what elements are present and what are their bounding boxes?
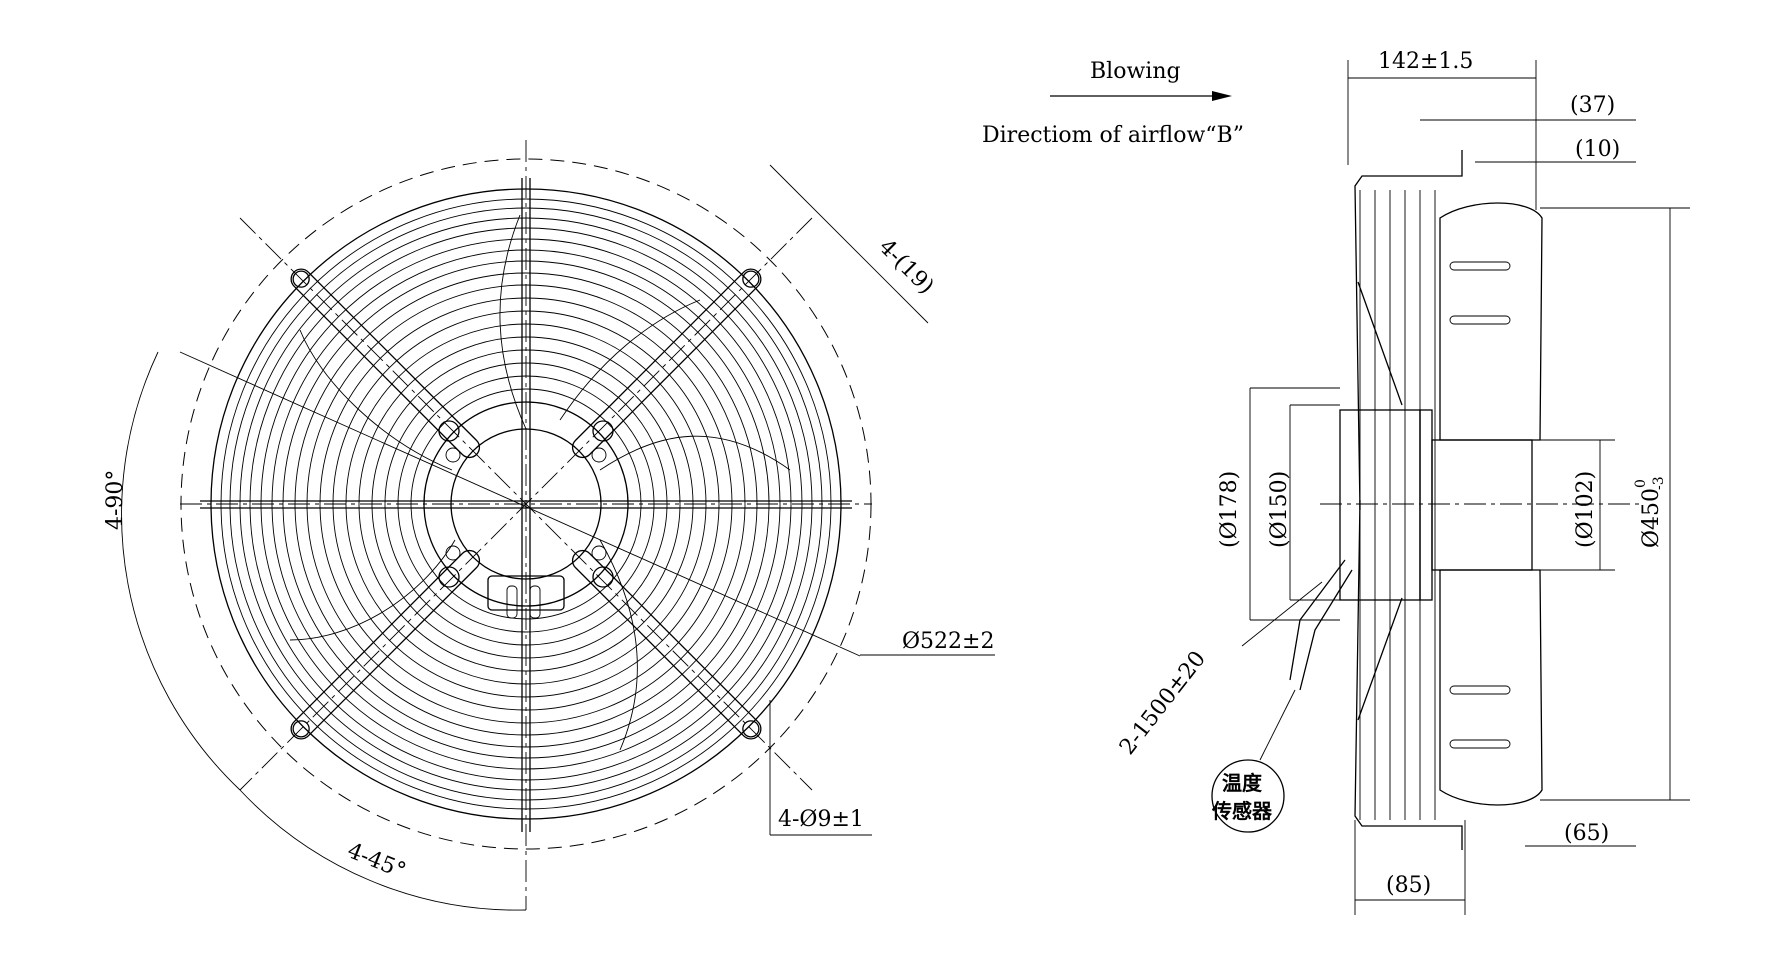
angle-4-90-label: 4-90° (103, 470, 128, 530)
dim-10-label: (10) (1575, 137, 1620, 162)
holes-label: 4-Ø9±1 (778, 807, 864, 832)
sensor-label-line1: 温度 (1222, 771, 1263, 795)
dim-37-label: (37) (1570, 93, 1615, 118)
sensor-circle (1211, 759, 1285, 833)
fan-blades (289, 214, 791, 751)
centerlines (179, 140, 872, 910)
dim-65-label: (65) (1564, 821, 1609, 846)
airflow-annotation: Blowing Directiom of airflow“B” (982, 59, 1244, 148)
airflow-direction-label: Directiom of airflow“B” (982, 123, 1244, 148)
dia-450-lower: -3 (1651, 476, 1667, 490)
blade-profile (1439, 202, 1543, 806)
bolt-heads (438, 420, 614, 588)
front-dimensions (121, 164, 995, 911)
blowing-label: Blowing (1090, 59, 1181, 84)
dia-450-label: Ø450 0 -3 (1633, 476, 1667, 548)
cable-label: 2-1500±20 (1115, 647, 1211, 760)
dia-102-label: (Ø102) (1573, 471, 1598, 548)
side-dimensions (1241, 60, 1690, 915)
dia-150-label: (Ø150) (1267, 471, 1292, 548)
front-view: 4-90° 4-45° 4-(19) Ø522±2 4-Ø9±1 (103, 140, 995, 911)
overall-depth-label: 142±1.5 (1378, 49, 1473, 74)
arrow-icon (1212, 91, 1232, 101)
dia-178-label: (Ø178) (1217, 471, 1242, 548)
dia-450-base: Ø450 (1639, 488, 1664, 548)
outer-diameter-label: Ø522±2 (902, 629, 994, 654)
side-view: 142±1.5 (37) (10) (Ø178) (Ø150) (Ø102) Ø… (1115, 49, 1690, 915)
dia-450-upper: 0 (1633, 479, 1649, 488)
guard-profile (1354, 150, 1463, 850)
sensor-label-line2: 传感器 (1211, 799, 1273, 823)
motor-body (1339, 409, 1533, 601)
dim-85-label: (85) (1386, 873, 1431, 898)
angle-4-45-label: 4-45° (344, 838, 409, 884)
slot-4-19-label: 4-(19) (874, 235, 939, 300)
